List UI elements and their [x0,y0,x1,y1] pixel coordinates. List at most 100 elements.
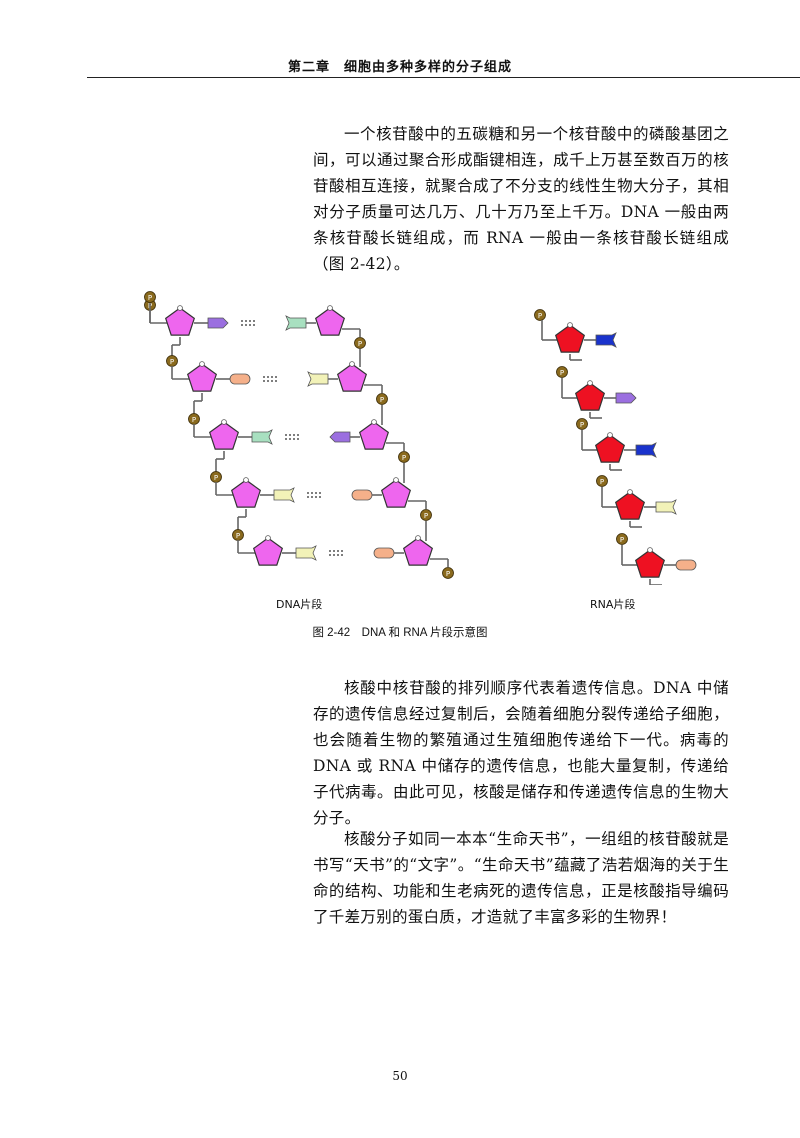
hydrogen-bond-dot [311,492,313,494]
sugar-oxygen-dot [587,380,593,386]
sugar-oxygen-dot [627,489,633,495]
figure-caption: 图 2-42 DNA 和 RNA 片段示意图 [312,627,488,639]
hydrogen-bond-dot [245,324,247,326]
phosphate-icon [534,309,546,321]
phosphate-icon [576,418,588,430]
rna-base [635,442,657,458]
phosphate-group: P [576,418,588,430]
hydrogen-bond-dot [241,324,243,326]
page-number: 50 [392,1069,408,1083]
hydrogen-bond-dot [271,380,273,382]
dna-sugar-left [230,479,262,508]
phosphate-symbol: P [358,340,362,348]
phosphate-symbol: P [402,454,406,462]
dna-sugar-right [336,363,368,392]
hydrogen-bond-dot [311,496,313,498]
phosphate-group: P [596,475,608,487]
dna-sugar-right [358,421,390,450]
hydrogen-bond-dot [341,550,343,552]
hydrogen-bond-dot [293,438,295,440]
phosphate-group: P [616,533,628,545]
dna-base-left [251,429,273,445]
phosphate-icon [354,337,366,349]
sugar-oxygen-dot [221,419,227,425]
phosphate-group: P [442,567,454,579]
hydrogen-bond-dot [285,438,287,440]
dna-rna-figure: PPPPPPPPPPPPPPPP [144,291,697,585]
phosphate-group: P [144,291,156,303]
dna-sugar-right [380,479,412,508]
sugar-oxygen-dot [243,477,249,483]
phosphate-icon [376,393,388,405]
dna-sugar-left [186,363,218,392]
phosphate-symbol: P [446,570,450,578]
rna-fragment-label: RNA片段 [590,598,636,611]
hydrogen-bond-dot [297,434,299,436]
hydrogen-bond-dot [245,320,247,322]
dna-sugar-left [164,307,196,336]
phosphate-group: P [556,366,568,378]
dna-sugar-right [314,307,346,336]
phosphate-group: P [166,355,178,367]
hydrogen-bond-dot [275,380,277,382]
hydrogen-bond-dot [329,554,331,556]
dna-base-left [273,487,295,503]
phosphate-icon [420,509,432,521]
phosphate-symbol: P [380,396,384,404]
phosphate-symbol: P [214,474,218,482]
hydrogen-bond-dot [337,554,339,556]
phosphate-group: P [534,309,546,321]
hydrogen-bond-dot [315,496,317,498]
phosphate-group: P [232,529,244,541]
hydrogen-bond-dot [289,434,291,436]
dna-base-left [229,373,251,385]
rna-base [655,499,677,515]
hydrogen-bond-dot [293,434,295,436]
phosphate-symbol: P [192,416,196,424]
sugar-oxygen-dot [371,419,377,425]
dna-base-left [207,317,229,329]
dna-base-right [285,315,307,331]
hydrogen-bond-dot [329,550,331,552]
phosphate-icon [556,366,568,378]
sugar-oxygen-dot [567,322,573,328]
hydrogen-bond-dot [319,496,321,498]
phosphate-symbol: P [148,294,152,302]
hydrogen-bond-dot [307,492,309,494]
hydrogen-bond-dot [315,492,317,494]
hydrogen-bond-dot [263,380,265,382]
rna-base [615,392,637,404]
phosphate-icon [144,291,156,303]
phosphate-icon [442,567,454,579]
hydrogen-bond-dot [267,380,269,382]
rna-sugar [554,324,586,353]
dna-sugar-right [402,537,434,566]
phosphate-group: P [354,337,366,349]
phosphate-symbol: P [620,536,624,544]
sugar-oxygen-dot [349,361,355,367]
hydrogen-bond-dot [319,492,321,494]
dna-sugar-left [252,537,284,566]
sugar-oxygen-dot [393,477,399,483]
phosphate-icon [398,451,410,463]
phosphate-group: P [210,471,222,483]
dna-base-right [351,489,373,501]
rna-sugar [634,549,666,578]
dna-base-left [295,545,317,561]
header-rule [87,77,800,78]
sugar-oxygen-dot [647,547,653,553]
rna-sugar [614,491,646,520]
hydrogen-bond-dot [307,496,309,498]
hydrogen-bond-dot [249,324,251,326]
phosphate-icon [596,475,608,487]
rna-base [675,559,697,571]
sugar-oxygen-dot [199,361,205,367]
phosphate-symbol: P [538,312,542,320]
rna-base [595,332,617,348]
phosphate-icon [616,533,628,545]
hydrogen-bond-dot [253,320,255,322]
phosphate-symbol: P [170,358,174,366]
phosphate-group: P [188,413,200,425]
hydrogen-bond-dot [253,324,255,326]
hydrogen-bond-dot [267,376,269,378]
